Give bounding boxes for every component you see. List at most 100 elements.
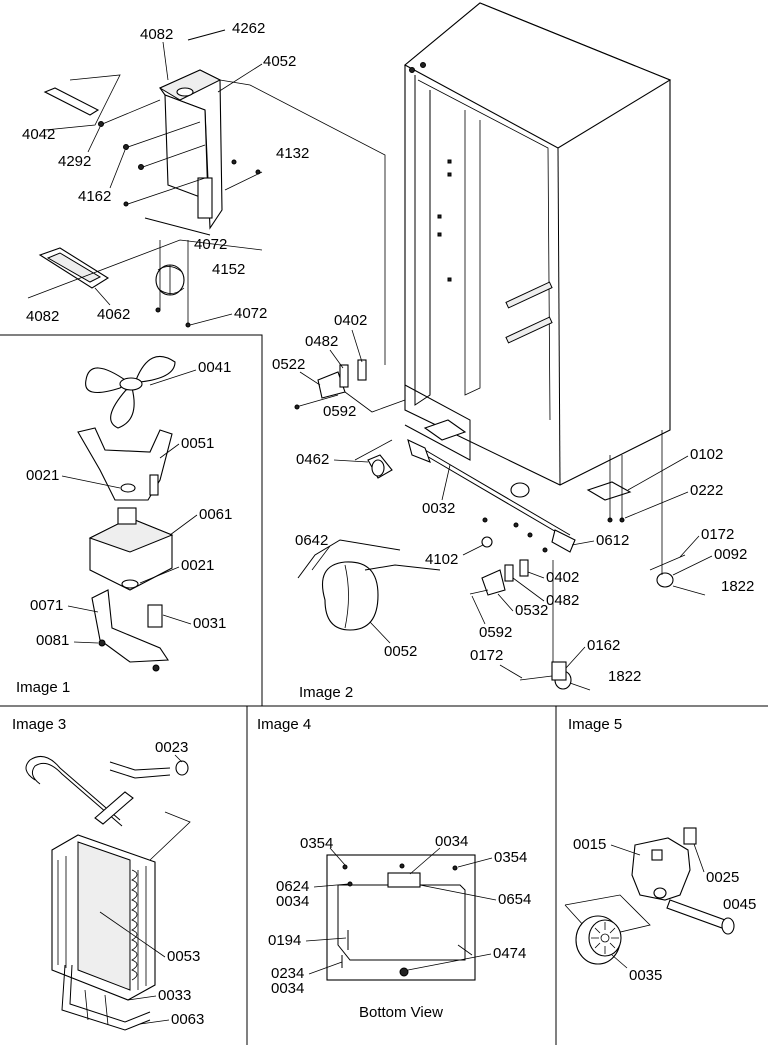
panel-borders (0, 334, 768, 1045)
fan-motor-top (88, 517, 174, 553)
image5-roller-assembly (564, 827, 735, 965)
evap-tube-loop-2 (31, 762, 123, 827)
leader-0052 (369, 621, 391, 644)
callout-0172-right: 0172 (701, 526, 734, 543)
leader-0172-right (679, 535, 700, 558)
heater-0023 (175, 760, 189, 776)
callout-0021-top: 0021 (26, 467, 59, 484)
leader-0034-top (409, 847, 441, 875)
callout-0162: 0162 (587, 637, 620, 654)
pin-0045 (666, 899, 726, 929)
callout-0482-bottom: 0482 (546, 592, 579, 609)
leader-0354-left (329, 847, 346, 866)
liner-hole-5 (447, 277, 452, 282)
callout-0402-top: 0402 (334, 312, 367, 329)
evap-tube-loop (25, 755, 121, 821)
evap-bracket-outline (149, 811, 191, 861)
screw-lower (152, 664, 160, 672)
leader-0482-bottom (512, 577, 545, 602)
screw-line-4292 (99, 99, 161, 126)
callout-0051: 0051 (181, 435, 214, 452)
callout-0624: 0624 (276, 878, 309, 895)
screw-line-4132 (224, 171, 263, 191)
axle-0172 (649, 554, 686, 571)
callout-0462: 0462 (296, 451, 329, 468)
heater-clip-2 (104, 994, 109, 1026)
rod-4152 (144, 217, 211, 236)
callout-4062: 4062 (97, 306, 130, 323)
fan-blade-left (85, 367, 129, 394)
callout-0102: 0102 (690, 446, 723, 463)
image1-border (0, 334, 263, 706)
rail-screw-4 (542, 547, 548, 553)
callout-4072-bottom: 4072 (234, 305, 267, 322)
clip-0031 (147, 604, 163, 628)
clip-0482-top (339, 364, 349, 388)
roller-bracket-0015 (631, 837, 691, 901)
fan-hub (119, 377, 143, 391)
leader-0025 (693, 843, 705, 873)
inner-liner-left (414, 75, 431, 406)
top-fan-bracket-assembly (27, 29, 386, 365)
wheel-hub (600, 933, 610, 943)
roller-bracket-0162 (551, 661, 567, 681)
callout-4052: 4052 (263, 53, 296, 70)
callout-1822-right: 1822 (721, 578, 754, 595)
leader-0222 (624, 491, 689, 519)
image1-caption: Image 1 (16, 679, 70, 696)
leader-0462 (333, 459, 369, 463)
callout-0034-bottom: 0034 (271, 980, 304, 997)
screw-4292 (98, 121, 104, 127)
callout-4292: 4292 (58, 153, 91, 170)
leader-0063 (139, 1019, 170, 1025)
bar-4042-outline (44, 74, 121, 131)
leader-0031 (162, 614, 192, 625)
leader-0612 (571, 540, 595, 546)
leader-0041 (149, 369, 197, 386)
bottom-inner-pan (337, 884, 466, 961)
rail-end-left (407, 438, 431, 463)
leader-0642 (311, 545, 331, 571)
callout-4152: 4152 (212, 261, 245, 278)
bracket-slot-0015 (651, 849, 663, 861)
image3-caption: Image 3 (12, 716, 66, 733)
rod-4262 (187, 29, 226, 41)
leader-0102 (627, 455, 689, 491)
cabinet-top (404, 2, 672, 149)
screw-b (123, 201, 129, 207)
leader-0092 (672, 555, 713, 576)
leader-0051 (159, 443, 180, 459)
liner-hole-1 (447, 159, 452, 164)
image1-condenser-fan-assembly (77, 356, 176, 672)
callout-0474: 0474 (493, 945, 526, 962)
pin-0045-head (721, 917, 735, 935)
callout-4082-bottom: 4082 (26, 308, 59, 325)
callout-0612: 0612 (596, 532, 629, 549)
axle-0172-front (519, 675, 553, 681)
screw-line-4162 (124, 121, 201, 149)
callout-0194: 0194 (268, 932, 301, 949)
motor-screw-4072 (185, 322, 191, 328)
callout-4102: 4102 (425, 551, 458, 568)
bottom-part-0034 (387, 872, 421, 888)
callout-0021-bottom: 0021 (181, 557, 214, 574)
bottom-hole-center (399, 863, 405, 869)
liner-hole-4 (437, 232, 442, 237)
inner-liner-back (417, 79, 551, 421)
leader-0021-top (61, 475, 121, 489)
leader-0234 (308, 961, 343, 975)
image4-caption: Image 4 (257, 716, 311, 733)
image2-callouts: 0402 0482 0522 0592 0462 0102 0222 0642 … (272, 312, 754, 701)
screw-0592-top (294, 404, 300, 410)
bottom-drain-0474 (399, 967, 409, 977)
leader-0522 (299, 371, 321, 386)
compressor-seam (344, 564, 349, 629)
mullion (464, 110, 481, 396)
image5-caption: Image 5 (568, 716, 622, 733)
callout-4262: 4262 (232, 20, 265, 37)
callout-4072-mid: 4072 (194, 236, 227, 253)
callout-4082-top: 4082 (140, 26, 173, 43)
image4-bottom-view (326, 854, 476, 981)
bottom-corner-line (457, 944, 473, 956)
